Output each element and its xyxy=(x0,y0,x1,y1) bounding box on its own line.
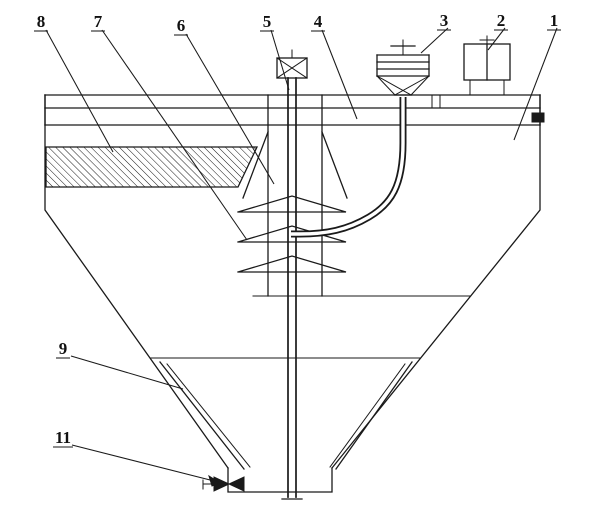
feed-pipe xyxy=(291,97,407,238)
callout-2: 2 xyxy=(497,11,506,30)
callout-labels: 8 7 6 5 4 3 2 1 9 11 xyxy=(34,11,561,448)
feed-box xyxy=(463,35,511,96)
baffle-cone-3 xyxy=(237,255,347,273)
shaft-cap xyxy=(276,57,308,79)
callout-3: 3 xyxy=(440,11,449,30)
tank-rim xyxy=(44,94,545,126)
leader-lines xyxy=(45,27,558,487)
leader-arrow-11 xyxy=(208,474,222,487)
callout-11: 11 xyxy=(55,428,71,447)
callout-8: 8 xyxy=(37,12,46,31)
callout-6: 6 xyxy=(177,16,186,35)
inner-cone xyxy=(150,357,421,470)
callout-4: 4 xyxy=(314,12,323,31)
drive-motor xyxy=(376,39,430,96)
callout-9: 9 xyxy=(59,339,68,358)
plate-pack-hatched xyxy=(45,146,259,188)
tank-body xyxy=(44,94,541,493)
bottom-valve xyxy=(202,476,245,492)
callout-7: 7 xyxy=(94,12,103,31)
callout-1: 1 xyxy=(550,11,559,30)
rim-nozzle xyxy=(531,112,545,123)
callout-5: 5 xyxy=(263,12,272,31)
baffle-cone-1 xyxy=(237,195,347,213)
center-shaft xyxy=(276,49,308,500)
